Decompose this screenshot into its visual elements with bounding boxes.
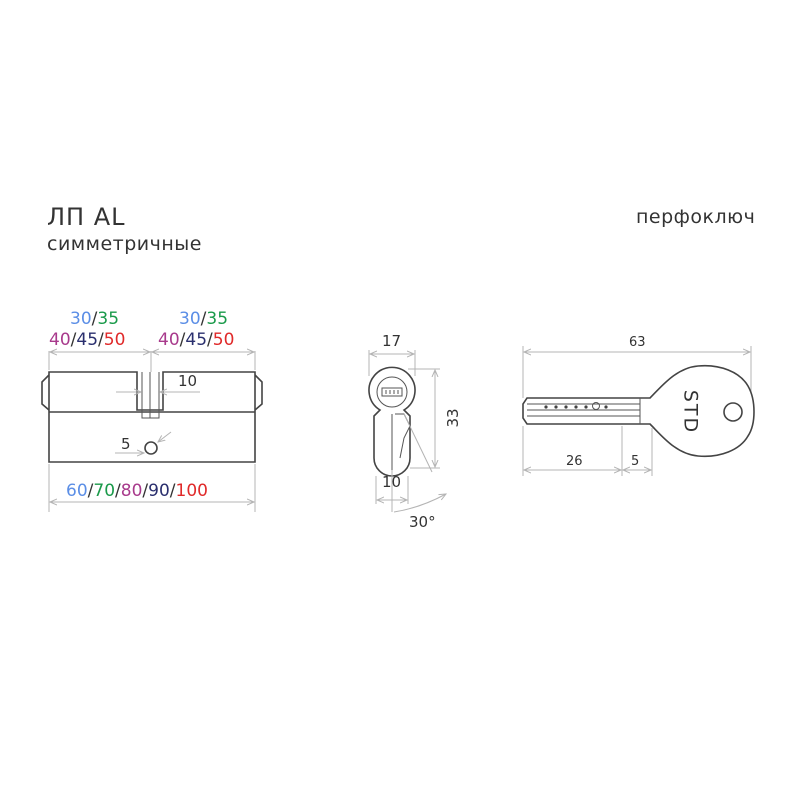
key-dimples <box>544 402 608 410</box>
screw-leader-line <box>158 431 172 442</box>
slash: / <box>98 330 104 350</box>
slash: / <box>201 309 207 329</box>
dimple <box>564 405 568 409</box>
slash: / <box>170 481 176 501</box>
plug-circle <box>376 376 408 408</box>
right-end-chamfer <box>254 374 263 411</box>
product-title: ЛП AL <box>47 203 126 231</box>
size-35-left: 35 <box>97 309 119 329</box>
length-70: 70 <box>93 481 115 501</box>
half-sizes-left-line2: 40/45/50 <box>49 330 125 350</box>
bottom-width-label: 10 <box>382 473 401 491</box>
half-sizes-right-line1: 30/35 <box>179 309 228 329</box>
screw-offset-label: 5 <box>121 435 131 453</box>
profile-cam <box>395 413 411 459</box>
blade-length-label: 26 <box>566 454 583 469</box>
slash: / <box>180 330 186 350</box>
profile-outline <box>368 366 416 477</box>
length-80: 80 <box>121 481 143 501</box>
length-100: 100 <box>176 481 208 501</box>
profile-width-label: 17 <box>382 332 401 350</box>
slash: / <box>92 309 98 329</box>
slash: / <box>88 481 94 501</box>
length-90: 90 <box>148 481 170 501</box>
left-end-chamfer <box>41 374 50 411</box>
half-sizes-right-line2: 40/45/50 <box>158 330 234 350</box>
cylinder-profile-view: 17 33 10 30° <box>368 332 462 531</box>
size-50-left: 50 <box>104 330 126 350</box>
length-60: 60 <box>66 481 88 501</box>
size-50-right: 50 <box>213 330 235 350</box>
dimple <box>544 405 548 409</box>
dimple <box>604 405 608 409</box>
key-type-title: перфоключ <box>636 206 756 228</box>
slash: / <box>207 330 213 350</box>
angle-line <box>403 413 433 473</box>
key-length-label: 63 <box>629 335 646 350</box>
dimple <box>574 405 578 409</box>
product-subtitle: симметричные <box>47 233 202 255</box>
size-40-left: 40 <box>49 330 71 350</box>
slash: / <box>115 481 121 501</box>
half-sizes-left-line1: 30/35 <box>70 309 119 329</box>
dimple <box>584 405 588 409</box>
dimple-large <box>592 402 600 410</box>
size-35-right: 35 <box>206 309 228 329</box>
slash: / <box>71 330 77 350</box>
keyway <box>381 387 403 397</box>
key-brand: STD <box>680 390 702 434</box>
key-ring-hole <box>723 402 743 422</box>
key-outline <box>522 364 755 458</box>
size-30-left: 30 <box>70 309 92 329</box>
size-45-left: 45 <box>76 330 98 350</box>
angle-label: 30° <box>409 513 436 531</box>
slash: / <box>142 481 148 501</box>
cylinder-body-outline <box>48 371 256 463</box>
cam-width-label: 10 <box>178 372 197 390</box>
total-lengths: 60/70/80/90/100 <box>66 481 208 501</box>
size-30-right: 30 <box>179 309 201 329</box>
size-40-right: 40 <box>158 330 180 350</box>
shoulder-label: 5 <box>631 454 639 469</box>
screw-hole <box>144 441 158 455</box>
angle-arc <box>393 494 446 513</box>
size-45-right: 45 <box>185 330 207 350</box>
cylinder-side-view: 30/35 40/45/50 30/35 40/45/50 10 <box>41 309 263 512</box>
profile-height-label: 33 <box>444 408 462 427</box>
perforated-key-view: 63 STD 26 5 <box>522 335 755 476</box>
dimple <box>554 405 558 409</box>
